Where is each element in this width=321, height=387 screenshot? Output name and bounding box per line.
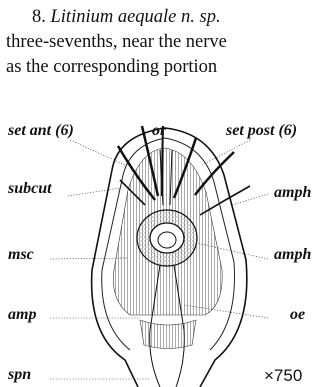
label-msc: msc xyxy=(8,246,34,264)
label-set-ant: set ant (6) xyxy=(8,122,74,140)
label-or: or xyxy=(152,122,166,140)
label-subcut: subcut xyxy=(8,180,52,198)
label-oe: oe xyxy=(290,306,305,324)
magnification-label: ×750 xyxy=(264,366,302,386)
label-set-post: set post (6) xyxy=(226,122,297,140)
label-amp: amp xyxy=(8,306,36,324)
label-amph-1: amph xyxy=(274,184,311,202)
label-amph-2: amph xyxy=(274,246,311,264)
label-spn: spn xyxy=(8,366,31,384)
